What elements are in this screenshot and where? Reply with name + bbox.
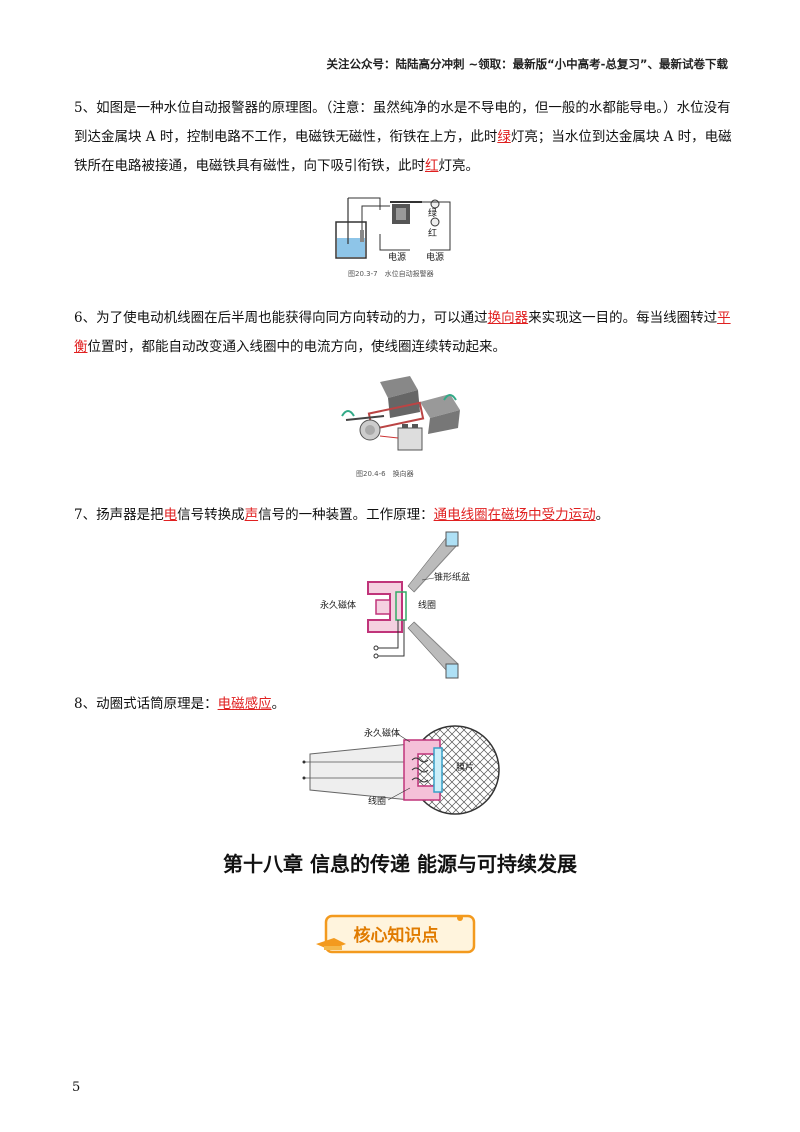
q6-text-3: 位置时，都能自动改变通入线圈中的电流方向，使线圈连续转动起来。 [87, 339, 507, 355]
question-8: 8、动圈式话筒原理是：电磁感应。 [74, 690, 734, 719]
q7-text-1: 7、扬声器是把 [74, 507, 164, 523]
q8-text-1: 8、动圈式话筒原理是： [74, 696, 218, 712]
q7-answer-3: 通电线圈在磁场中受力运动 [433, 507, 596, 523]
q7-text-4: 。 [595, 507, 610, 523]
badge-label: 核心知识点 [354, 925, 439, 946]
figure-caption: 图20.4-6 换向器 [356, 469, 414, 478]
q6-text-1: 6、为了使电动机线圈在后半周也能获得向同方向转动的力，可以通过 [74, 310, 488, 326]
figure-caption: 图20.3-7 水位自动报警器 [348, 269, 434, 278]
q8-answer-1: 电磁感应 [217, 696, 272, 712]
power-label-2: 电源 [426, 251, 444, 263]
q6-answer-1: 换向器 [487, 310, 529, 326]
magnet-label: 永久磁体 [364, 727, 400, 739]
question-6: 6、为了使电动机线圈在后半周也能获得向同方向转动的力，可以通过换向器来实现这一目… [74, 304, 734, 362]
commutator-figure: 图20.4-6 换向器 [341, 376, 460, 478]
q5-text-2: 灯亮；当水位到达金属块 A 时，电磁铁所在电路被接通，电磁铁具有磁性，向下吸引衔… [74, 129, 732, 174]
q6-answer-2: 平衡 [74, 310, 731, 355]
diaphragm-label: 膜片 [456, 761, 474, 773]
speaker-figure: 锥形纸盆 永久磁体 线圈 [320, 531, 470, 679]
q6-text-2: 来实现这一目的。每当线圈转过 [528, 310, 718, 326]
question-5: 5、如图是一种水位自动报警器的原理图。（注意：虽然纯净的水是不导电的，但一般的水… [74, 94, 734, 181]
graduation-cap-icon [316, 938, 346, 950]
q7-text-3: 信号的一种装置。工作原理： [258, 507, 434, 523]
q8-text-2: 。 [271, 696, 286, 712]
coil-label: 线圈 [418, 599, 436, 611]
microphone-figure: 永久磁体 膜片 线圈 [302, 725, 500, 815]
coil-label: 线圈 [368, 795, 386, 807]
q5-answer-2: 红 [425, 158, 439, 174]
q7-answer-2: 声 [244, 507, 259, 523]
water-alarm-figure: 绿 红 电源 电源 图20.3-7 水位自动报警器 [335, 197, 451, 278]
magnet-label: 永久磁体 [320, 599, 356, 611]
q5-text-1: 5、如图是一种水位自动报警器的原理图。（注意：虽然纯净的水是不导电的，但一般的水… [74, 100, 731, 145]
q7-answer-1: 电 [163, 507, 178, 523]
page-number: 5 [72, 1080, 81, 1095]
cone-label: 锥形纸盆 [434, 571, 470, 583]
red-lamp-label: 红 [428, 227, 437, 239]
q5-text-3: 灯亮。 [438, 158, 480, 174]
core-knowledge-badge: 核心知识点 [316, 914, 476, 954]
green-lamp-label: 绿 [428, 207, 437, 219]
q7-text-2: 信号转换成 [177, 507, 245, 523]
question-7: 7、扬声器是把电信号转换成声信号的一种装置。工作原理：通电线圈在磁场中受力运动。 [74, 501, 734, 530]
chapter-title: 第十八章 信息的传递 能源与可持续发展 [223, 852, 577, 876]
q5-answer-1: 绿 [497, 129, 511, 145]
page-header: 关注公众号：陆陆高分冲刺 ~领取：最新版“小中高考-总复习”、最新试卷下载 [326, 57, 728, 71]
power-label-1: 电源 [388, 251, 406, 263]
